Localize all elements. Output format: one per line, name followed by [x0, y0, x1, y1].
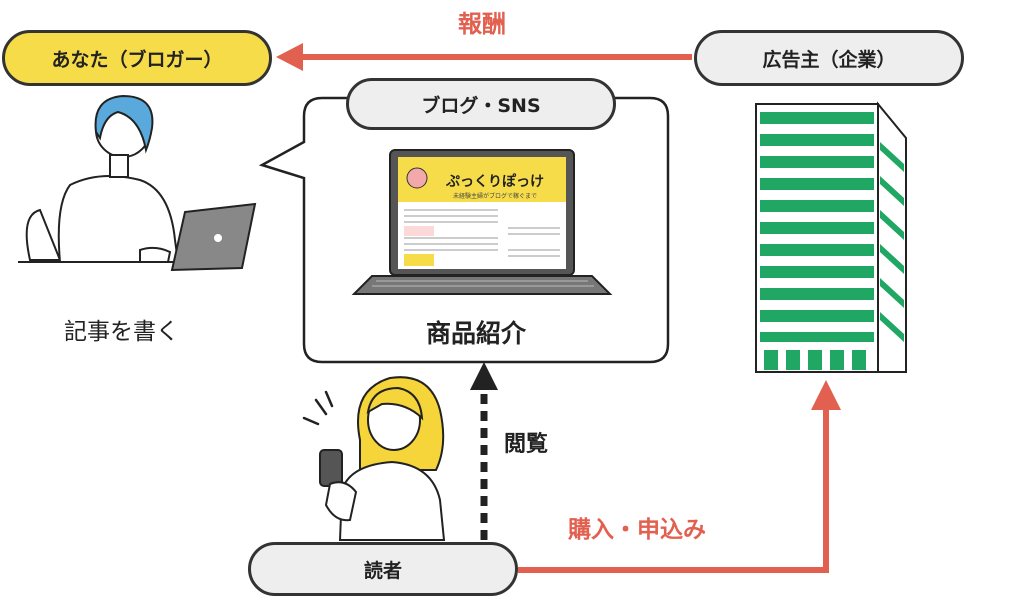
node-blog-sns: ブログ・SNS [346, 78, 616, 130]
office-building-illustration [755, 101, 907, 373]
purchase-label: 購入・申込み [568, 517, 706, 543]
blogger-person-illustration [18, 94, 257, 272]
laptop-illustration: ぷっくりぽっけ 未経験主婦がブログで稼ぐまで [351, 149, 613, 295]
site-title: ぷっくりぽっけ [445, 173, 544, 190]
purchase-arrow [518, 380, 841, 573]
view-label: 閲覧 [504, 432, 549, 457]
mascot-icon [406, 167, 428, 189]
node-you-blogger: あなた（ブロガー） [2, 30, 272, 86]
reward-arrow [276, 43, 692, 71]
site-tagline: 未経験主婦がブログで稼ぐまで [453, 192, 537, 200]
reward-label: 報酬 [458, 10, 506, 38]
write-article-label: 記事を書く [64, 319, 179, 345]
node-reader: 読者 [248, 542, 518, 596]
product-intro-label: 商品紹介 [426, 319, 527, 348]
node-advertiser: 広告主（企業） [694, 30, 964, 86]
view-arrow [470, 362, 498, 540]
reader-person-illustration [302, 376, 446, 541]
